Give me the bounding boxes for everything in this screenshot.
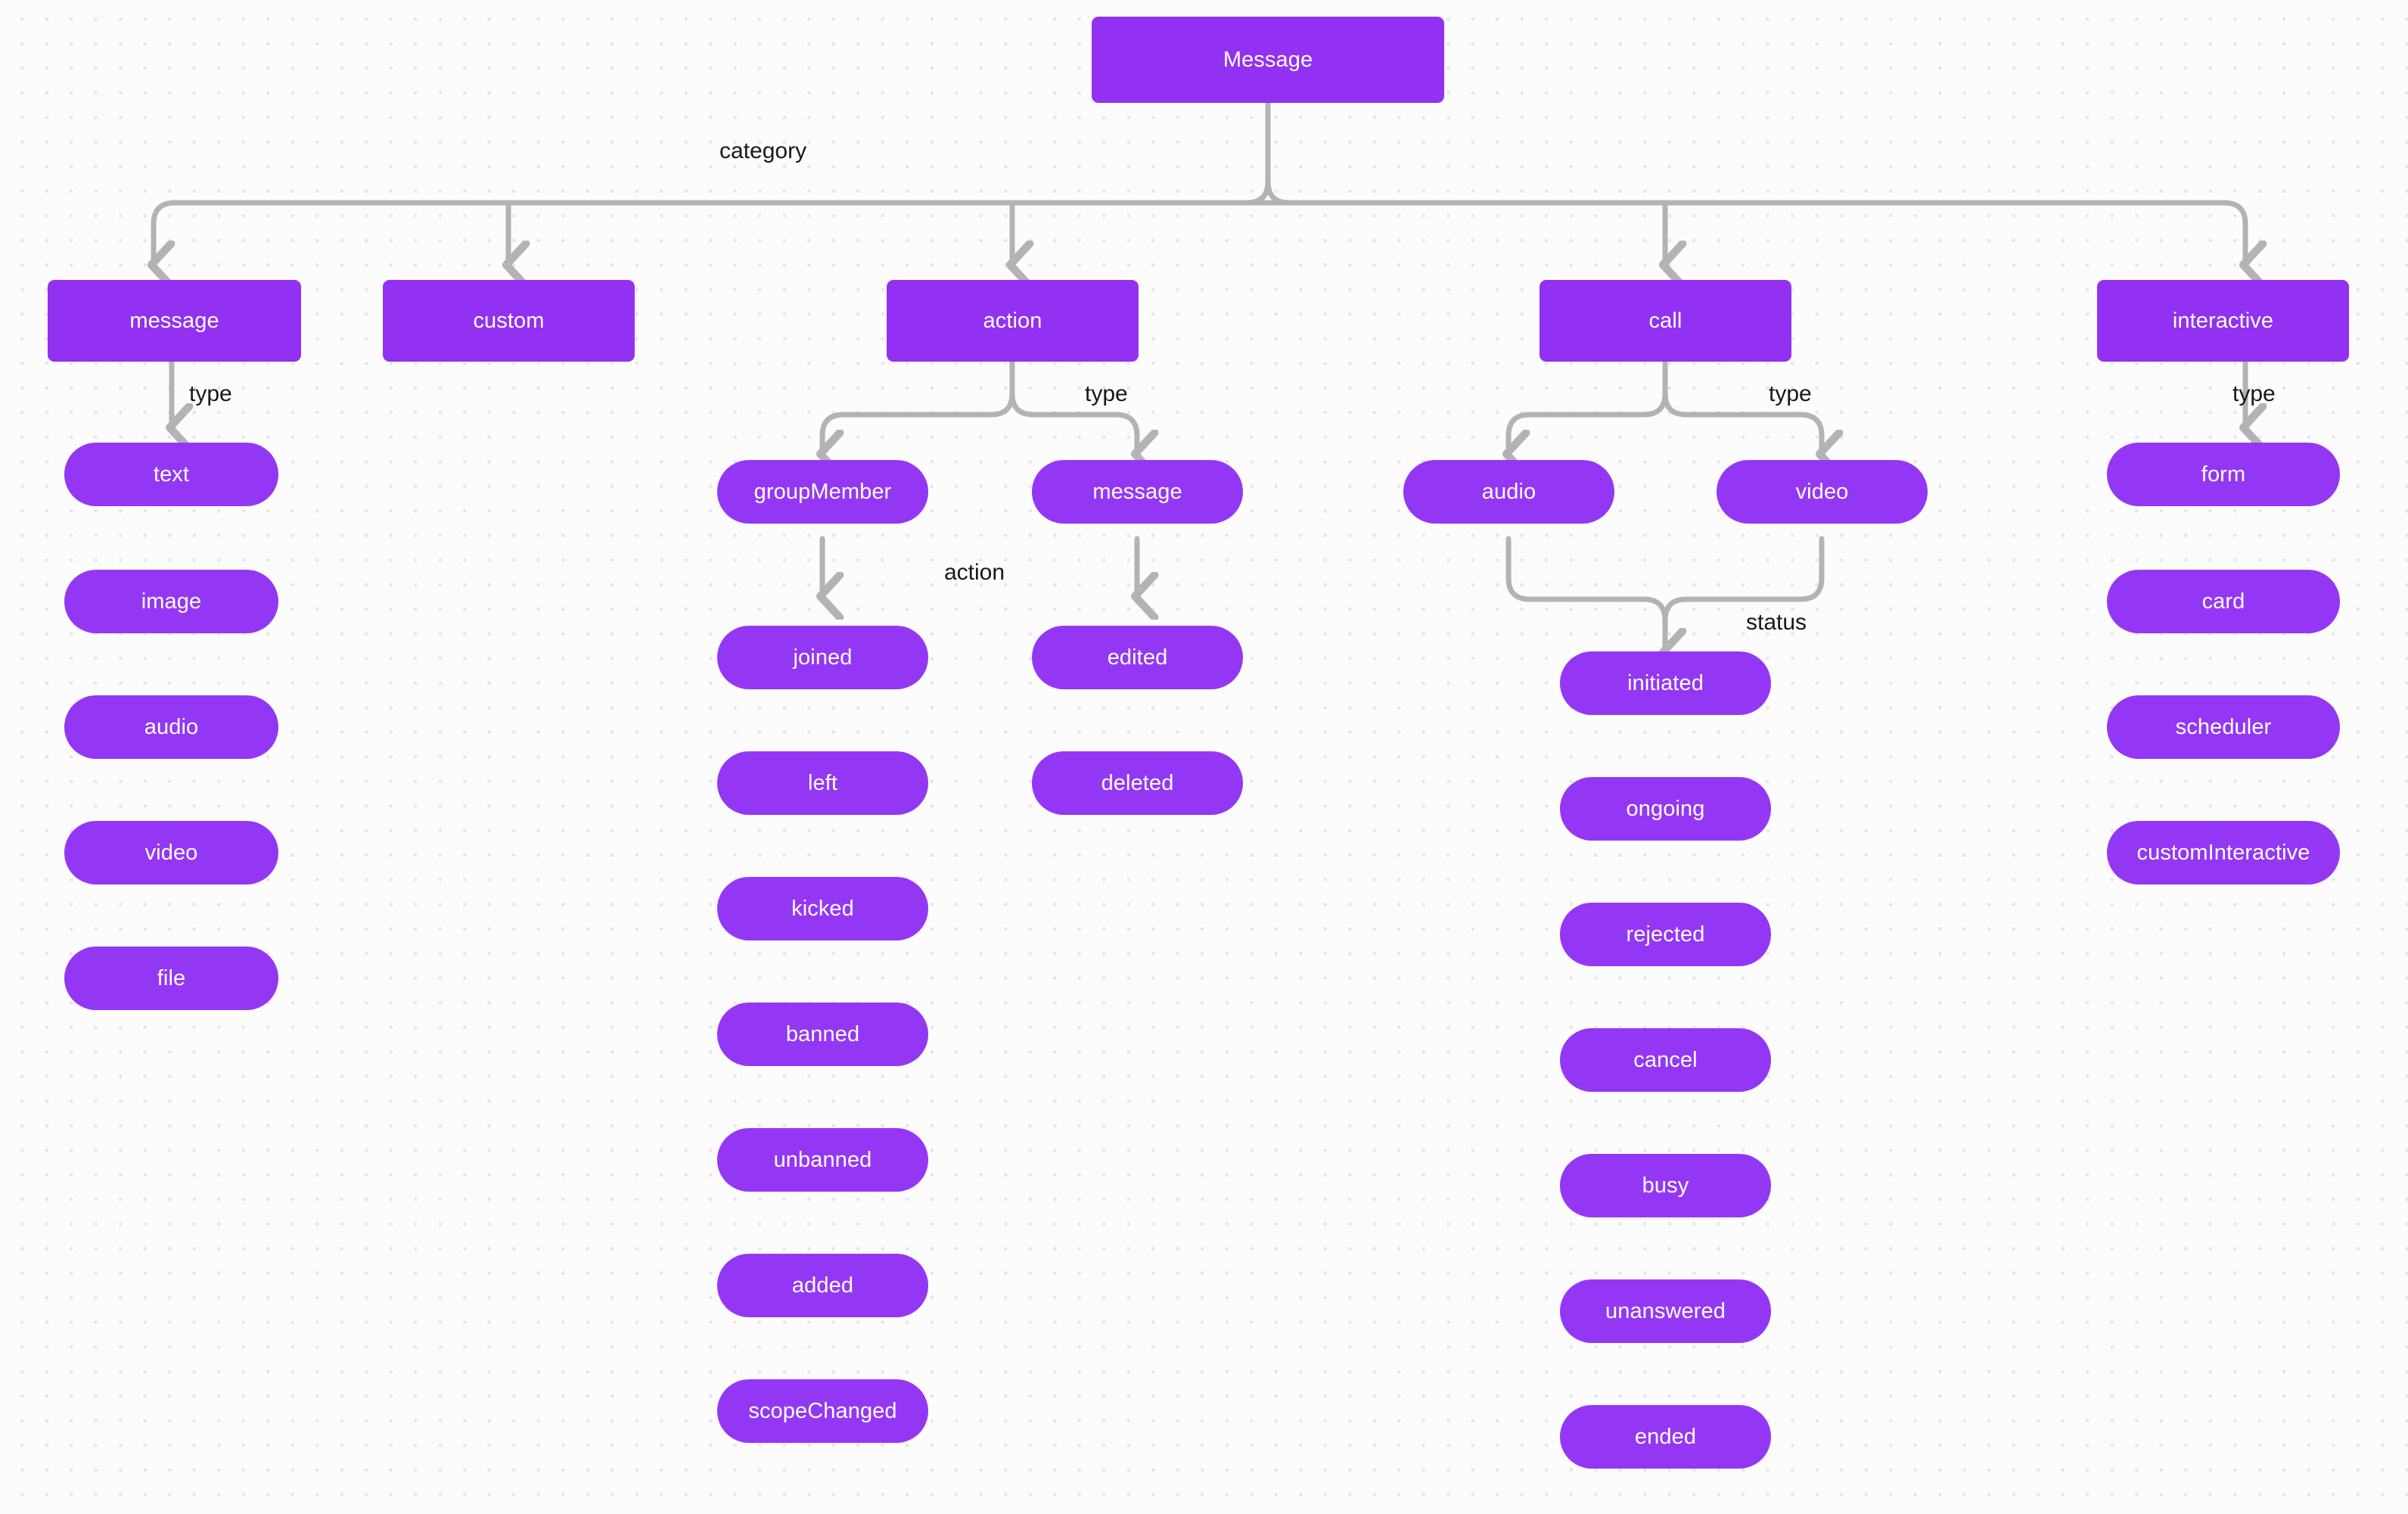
node-call-status-initiated[interactable]: initiated: [1560, 651, 1771, 715]
node-message-type-audio[interactable]: audio: [64, 695, 278, 759]
node-call-status-ended[interactable]: ended: [1560, 1405, 1771, 1469]
edge-label-type-message: type: [189, 381, 232, 406]
node-root-message[interactable]: Message: [1092, 17, 1444, 103]
edge-label-category: category: [719, 138, 807, 163]
node-call-status-busy[interactable]: busy: [1560, 1154, 1771, 1217]
node-groupmember-action-scopechanged[interactable]: scopeChanged: [717, 1379, 928, 1443]
node-call-status-rejected[interactable]: rejected: [1560, 903, 1771, 966]
node-action-type-message[interactable]: message: [1032, 460, 1243, 524]
edge-label-type-call: type: [1769, 381, 1812, 406]
node-interactive-type-scheduler[interactable]: scheduler: [2107, 695, 2340, 759]
node-category-message[interactable]: message: [48, 280, 301, 362]
node-groupmember-action-added[interactable]: added: [717, 1254, 928, 1317]
node-call-type-audio[interactable]: audio: [1403, 460, 1614, 524]
node-groupmember-action-unbanned[interactable]: unbanned: [717, 1128, 928, 1192]
node-category-custom[interactable]: custom: [383, 280, 635, 362]
node-groupmember-action-left[interactable]: left: [717, 751, 928, 815]
node-action-type-groupmember[interactable]: groupMember: [717, 460, 928, 524]
node-groupmember-action-banned[interactable]: banned: [717, 1003, 928, 1066]
node-call-status-ongoing[interactable]: ongoing: [1560, 777, 1771, 841]
node-message-type-text[interactable]: text: [64, 443, 278, 506]
node-message-action-edited[interactable]: edited: [1032, 626, 1243, 689]
node-groupmember-action-kicked[interactable]: kicked: [717, 877, 928, 940]
node-interactive-type-card[interactable]: card: [2107, 570, 2340, 633]
node-groupmember-action-joined[interactable]: joined: [717, 626, 928, 689]
edge-label-type-interactive: type: [2232, 381, 2276, 406]
edge-label-type-action: type: [1085, 381, 1128, 406]
node-category-call[interactable]: call: [1540, 280, 1791, 362]
node-call-type-video[interactable]: video: [1717, 460, 1928, 524]
node-message-type-file[interactable]: file: [64, 947, 278, 1010]
edge-label-action: action: [944, 560, 1005, 585]
node-message-action-deleted[interactable]: deleted: [1032, 751, 1243, 815]
node-message-type-video[interactable]: video: [64, 821, 278, 884]
node-message-type-image[interactable]: image: [64, 570, 278, 633]
node-category-action[interactable]: action: [887, 280, 1139, 362]
node-interactive-type-form[interactable]: form: [2107, 443, 2340, 506]
node-call-status-unanswered[interactable]: unanswered: [1560, 1279, 1771, 1343]
node-category-interactive[interactable]: interactive: [2097, 280, 2349, 362]
node-call-status-cancel[interactable]: cancel: [1560, 1028, 1771, 1092]
edge-label-status: status: [1746, 610, 1807, 635]
node-interactive-type-custominteractive[interactable]: customInteractive: [2107, 821, 2340, 884]
